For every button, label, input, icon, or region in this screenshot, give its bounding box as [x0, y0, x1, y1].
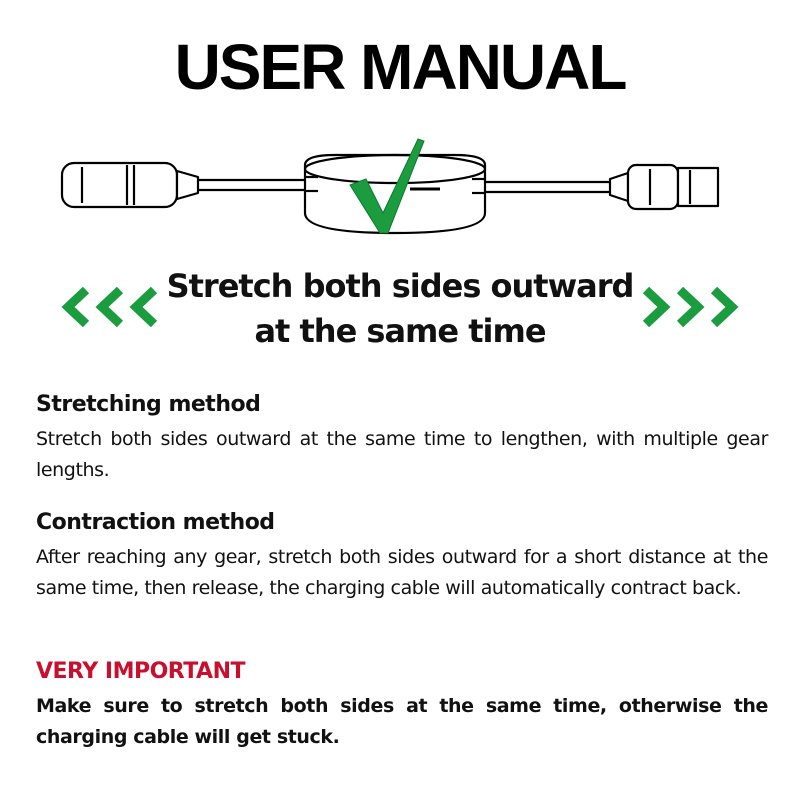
retractable-cable-illustration	[60, 138, 720, 235]
contraction-method-text: After reaching any gear, stretch both si…	[36, 546, 768, 599]
chevrons-left-icon	[61, 286, 158, 328]
right-plug	[608, 163, 720, 211]
stretching-method-section: Stretching method Stretch both sides out…	[36, 390, 768, 486]
headline-instruction: Stretch both sides outward at the same t…	[166, 267, 635, 350]
stretching-method-heading: Stretching method	[36, 392, 261, 417]
contraction-method-heading: Contraction method	[36, 510, 275, 535]
important-notice-section: VERY IMPORTANT Make sure to stretch both…	[36, 657, 768, 753]
contraction-method-section: Contraction method After reaching any ge…	[36, 508, 768, 604]
stretching-method-text: Stretch both sides outward at the same t…	[36, 428, 768, 481]
important-heading: VERY IMPORTANT	[36, 659, 245, 684]
right-cable	[485, 180, 610, 194]
left-plug	[60, 161, 200, 209]
page-title: USER MANUAL	[174, 31, 628, 103]
important-text: Make sure to stretch both sides at the s…	[36, 695, 768, 748]
left-cable	[198, 178, 305, 192]
chevrons-right-icon	[642, 286, 739, 328]
checkmark-icon	[349, 138, 425, 234]
